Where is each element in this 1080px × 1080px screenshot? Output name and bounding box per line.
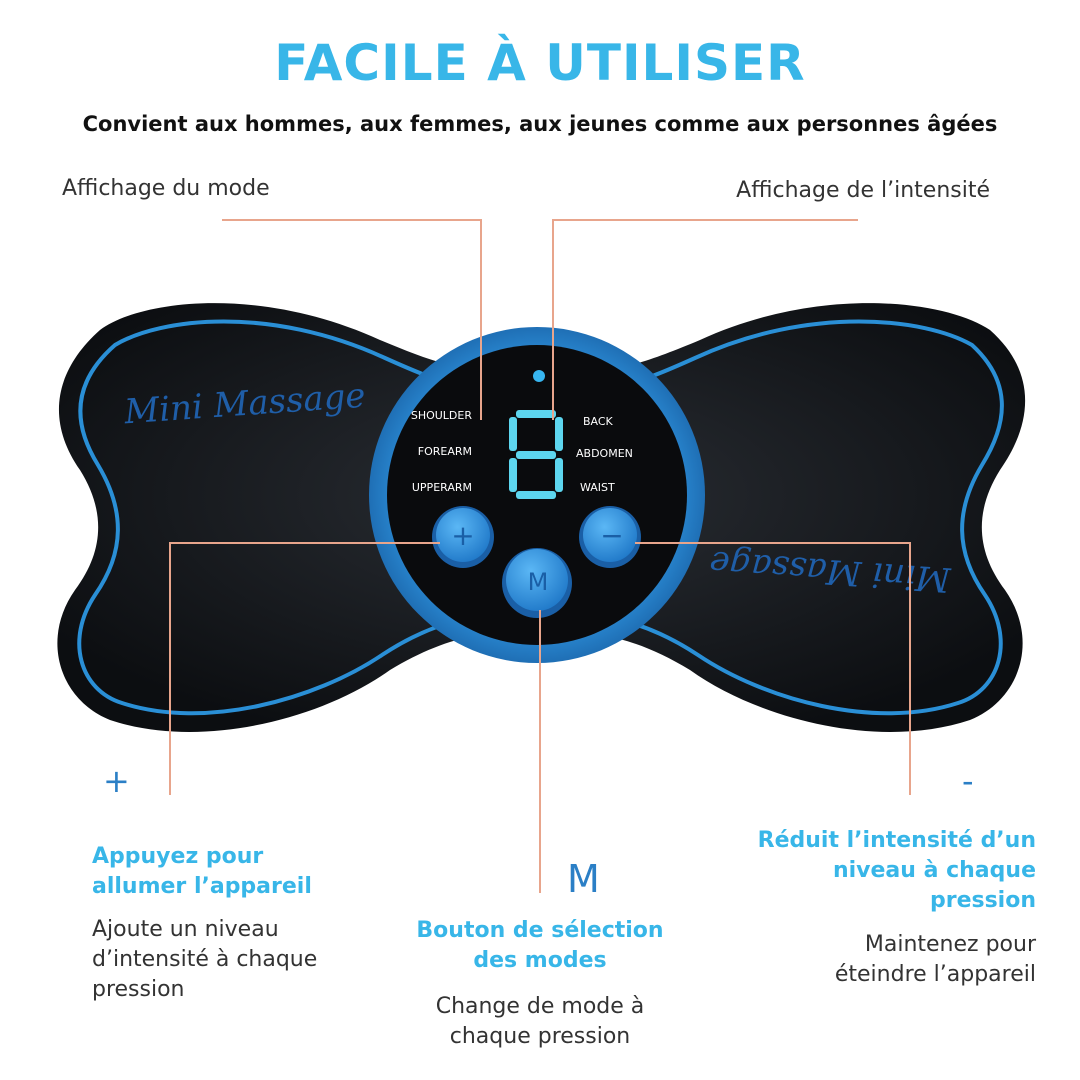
leader-intensity-display <box>552 219 858 420</box>
m-symbol: M <box>567 857 600 901</box>
minus-heading: Réduit l’intensité d’un niveau à chaque … <box>757 828 1036 913</box>
minus-description: Maintenez pour éteindre l’appareil <box>834 932 1036 987</box>
mode-label-forearm: FOREARM <box>418 445 472 458</box>
page-subtitle: Convient aux hommes, aux femmes, aux jeu… <box>82 112 998 136</box>
minus-button[interactable]: − <box>579 506 641 568</box>
plus-symbol: + <box>103 762 130 800</box>
m-description: Change de mode à chaque pression <box>435 994 645 1049</box>
svg-text:M: M <box>528 568 549 596</box>
mode-label-waist: WAIST <box>580 481 615 494</box>
leader-minus <box>635 542 911 795</box>
mode-label-abdomen: ABDOMEN <box>576 447 633 460</box>
plus-description: Ajoute un niveau d’intensité à chaque pr… <box>92 917 318 1002</box>
label-intensity-display: Affichage de l’intensité <box>736 178 990 203</box>
mode-label-shoulder: SHOULDER <box>411 409 473 422</box>
seven-segment-digit <box>509 410 563 499</box>
svg-text:−: − <box>600 519 623 552</box>
minus-symbol: - <box>962 762 974 800</box>
label-mode-display: Affichage du mode <box>62 176 270 201</box>
leader-plus <box>169 542 440 795</box>
status-led <box>533 370 545 382</box>
page-title: FACILE À UTILISER <box>274 34 806 92</box>
m-button[interactable]: M <box>502 548 572 618</box>
mode-label-upperarm: UPPERARM <box>412 481 472 494</box>
leader-mode-display <box>222 219 482 420</box>
svg-text:+: + <box>451 519 474 552</box>
plus-button[interactable]: + <box>432 506 494 568</box>
mode-label-back: BACK <box>583 415 614 428</box>
plus-heading: Appuyez pour allumer l’appareil <box>92 844 312 899</box>
m-heading: Bouton de sélection des modes <box>416 918 664 973</box>
